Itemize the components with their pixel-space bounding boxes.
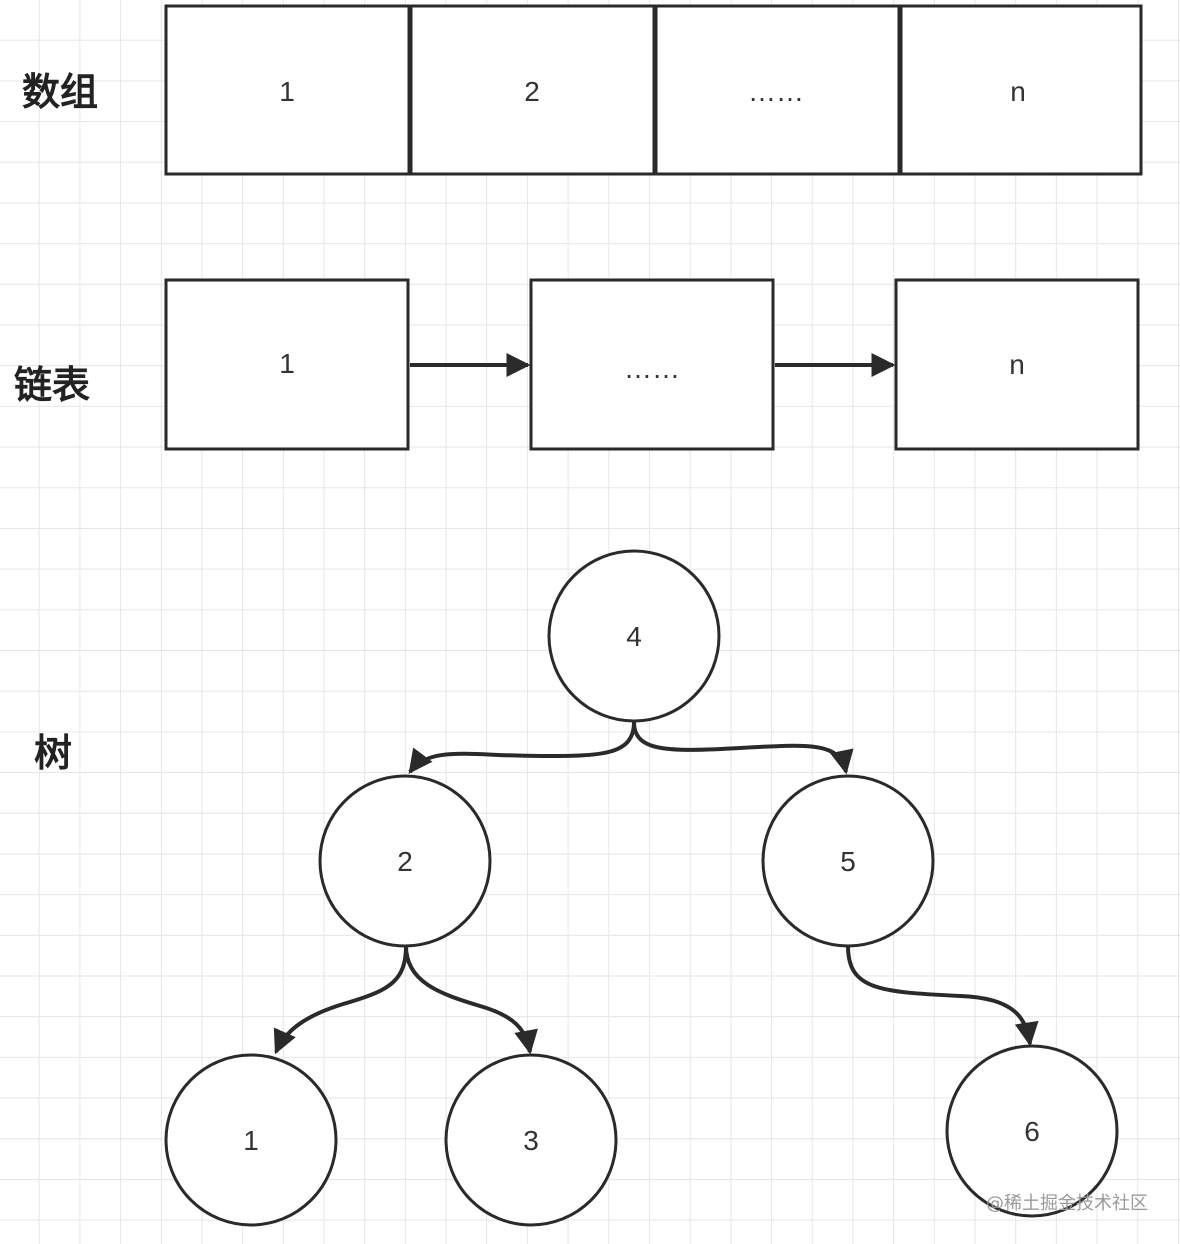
array-cell <box>654 4 901 176</box>
array-cell-label: 2 <box>524 76 540 107</box>
tree-edge <box>408 721 636 774</box>
linked-list-row: 1 …… n <box>164 278 1140 451</box>
list-node <box>529 278 775 451</box>
tree-edge <box>846 945 1039 1047</box>
tree-node-left-left <box>164 1053 338 1227</box>
tree-label: 树 <box>34 731 72 775</box>
tree-node-label: 5 <box>840 846 856 877</box>
list-node-label: 1 <box>279 348 295 379</box>
list-node <box>894 278 1140 451</box>
tree-node-label: 6 <box>1024 1116 1040 1147</box>
array-cell <box>409 4 656 176</box>
tree-node-left <box>318 774 492 948</box>
tree-node-right <box>761 774 935 948</box>
tree-node-right-right <box>945 1044 1119 1218</box>
tree-edge <box>404 945 538 1055</box>
watermark: @稀土掘金技术社区 <box>986 1193 1148 1214</box>
list-node <box>164 278 410 451</box>
array-row: 1 2 …… n <box>164 4 1143 176</box>
linked-list-label: 链表 <box>14 363 90 407</box>
array-cell <box>164 4 411 176</box>
tree-edge <box>632 721 854 775</box>
array-cell <box>899 4 1143 176</box>
list-node-label: n <box>1009 349 1025 380</box>
list-node-label: …… <box>624 353 680 384</box>
tree-node-label: 1 <box>243 1125 259 1156</box>
tree-nodes: 4 2 5 1 3 6 <box>164 549 1119 1227</box>
array-label: 数组 <box>22 70 98 114</box>
tree-edges <box>273 721 1039 1055</box>
array-cell-label: …… <box>748 76 804 107</box>
array-cell-label: 1 <box>279 76 295 107</box>
tree-node-label: 4 <box>626 621 642 652</box>
tree-node-label: 3 <box>523 1125 539 1156</box>
tree-edge <box>273 945 408 1055</box>
tree-node-left-right <box>444 1053 618 1227</box>
tree-node-root <box>547 549 721 723</box>
tree-node-label: 2 <box>397 846 413 877</box>
array-cell-label: n <box>1010 76 1026 107</box>
